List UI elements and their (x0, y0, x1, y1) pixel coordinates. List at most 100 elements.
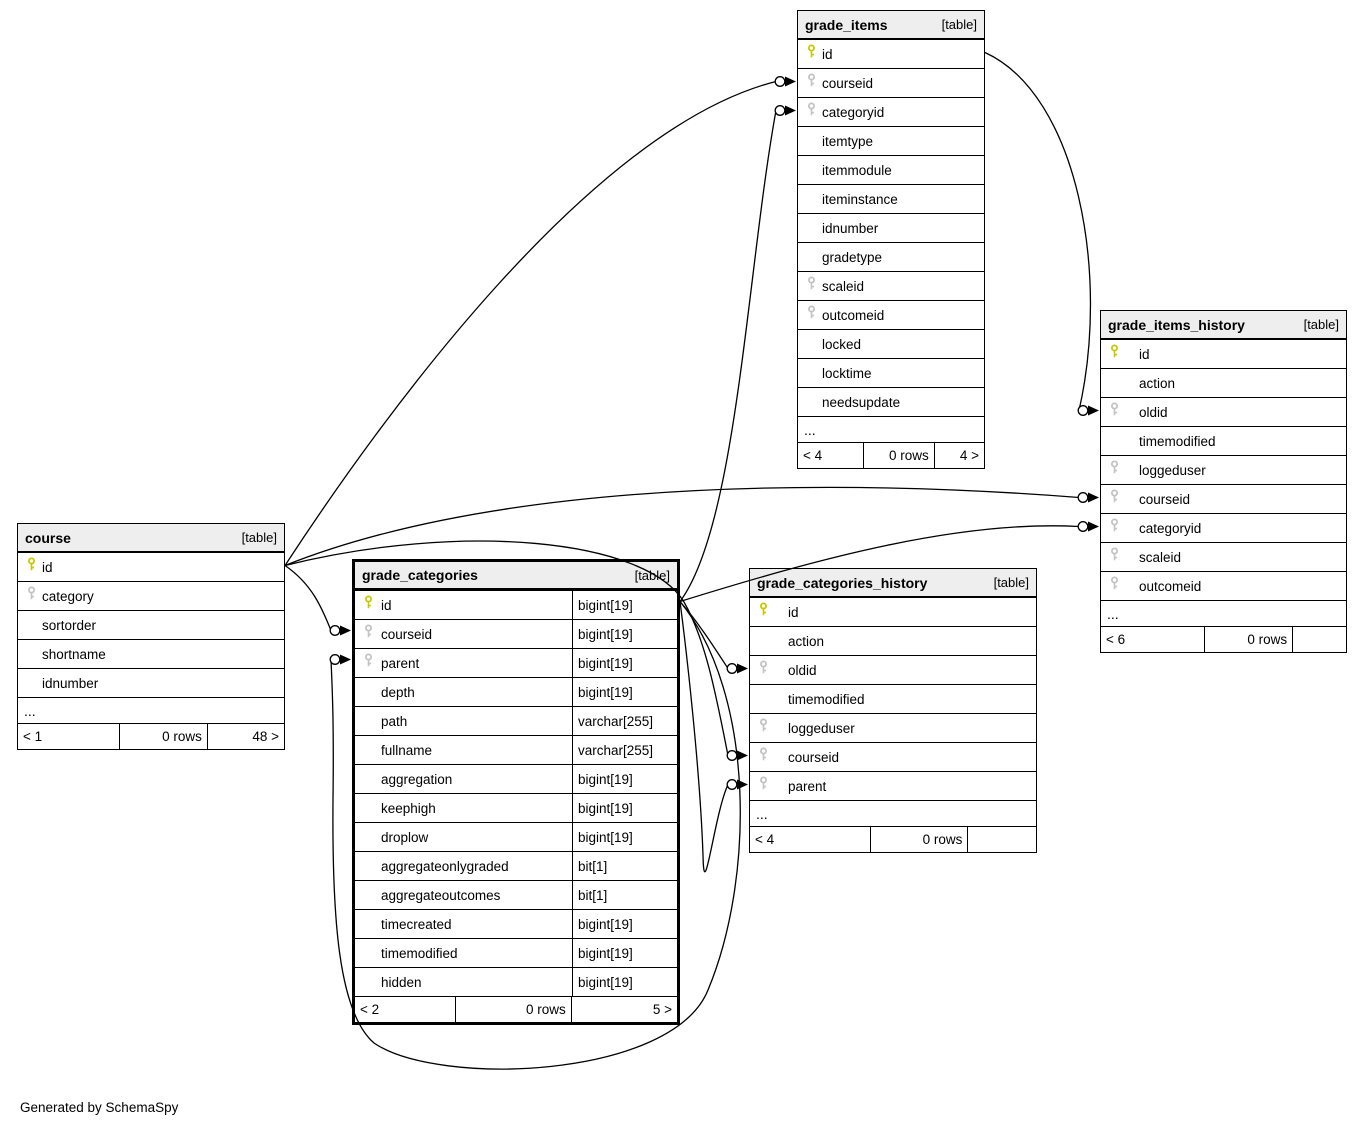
column-type: varchar[255] (572, 707, 677, 735)
column-row-course-idnumber: idnumber (18, 668, 284, 697)
relationship-line-course.id-to-grade_items.courseid (284, 80, 777, 566)
column-row-grade_categories_history-timemodified: timemodified (750, 684, 1036, 713)
ellipsis-row: ... (750, 800, 1036, 826)
key-cell (798, 276, 818, 296)
column-row-grade_items-itemmodule: itemmodule (798, 155, 984, 184)
column-name: locked (822, 336, 862, 352)
column-name: needsupdate (822, 394, 901, 410)
column-name: courseid (822, 75, 874, 91)
key-cell (750, 776, 784, 796)
column-row-grade_items_history-timemodified: timemodified (1101, 426, 1346, 455)
foreign-key-arrow-icon (737, 663, 748, 674)
pager-next: 5 > (570, 997, 677, 1022)
ellipsis-row: ... (18, 697, 284, 723)
primary-key-icon (806, 44, 817, 64)
table-title-grade_items[interactable]: grade_items (805, 16, 888, 33)
table-type-badge: [table] (993, 575, 1029, 590)
column-name: sortorder (42, 617, 97, 633)
table-type-badge: [table] (941, 17, 977, 32)
key-cell (798, 44, 818, 64)
pager-next: 4 > (933, 443, 984, 468)
column-type: bit[1] (572, 881, 677, 909)
foreign-key-icon (1109, 489, 1120, 509)
column-name: timemodified (788, 691, 865, 707)
column-row-grade_categories_history-oldid: oldid (750, 655, 1036, 684)
key-cell (355, 624, 377, 644)
relationship-circle-marker (329, 654, 341, 665)
foreign-key-icon (758, 776, 769, 796)
column-name: parent (788, 778, 827, 794)
key-cell (798, 102, 818, 122)
column-row-grade_categories-path: path varchar[255] (355, 706, 677, 735)
column-name: path (381, 713, 408, 729)
column-type: varchar[255] (572, 736, 677, 764)
relationship-line-grade_categories.id-to-grade_categories_history.parent (679, 601, 729, 873)
relationship-circle-marker (726, 663, 738, 674)
primary-key-icon (758, 602, 769, 622)
pager-next (1292, 627, 1346, 652)
foreign-key-icon (1109, 518, 1120, 538)
column-name: depth (381, 684, 415, 700)
key-cell (1101, 576, 1135, 596)
column-name: categoryid (822, 104, 885, 120)
column-name: itemtype (822, 133, 874, 149)
foreign-key-icon (1109, 402, 1120, 422)
column-name: aggregateoutcomes (381, 887, 501, 903)
column-type: bigint[19] (572, 939, 677, 967)
table-header: grade_items [table] (798, 11, 984, 39)
column-type: bigint[19] (572, 649, 677, 677)
table-title-grade_items_history[interactable]: grade_items_history (1108, 316, 1245, 333)
column-type: bigint[19] (572, 678, 677, 706)
foreign-key-icon (758, 747, 769, 767)
foreign-key-icon (758, 718, 769, 738)
column-name: iteminstance (822, 191, 898, 207)
column-row-course-shortname: shortname (18, 639, 284, 668)
column-row-grade_items_history-courseid: courseid (1101, 484, 1346, 513)
column-type: bigint[19] (572, 910, 677, 938)
relationship-line-grade_categories.id-to-grade_categories_history.oldid (679, 601, 729, 669)
column-row-grade_items_history-action: action (1101, 368, 1346, 397)
column-row-grade_categories_history-parent: parent (750, 771, 1036, 800)
relationship-line-course.id-to-grade_categories.courseid (284, 564, 332, 631)
column-name: aggregation (381, 771, 453, 787)
foreign-key-arrow-icon (785, 105, 796, 116)
column-name: timemodified (1139, 433, 1216, 449)
relationship-circle-marker (726, 750, 738, 761)
column-row-grade_items-locked: locked (798, 329, 984, 358)
column-name: oldid (788, 662, 817, 678)
table-title-grade_categories_history[interactable]: grade_categories_history (757, 574, 928, 591)
column-row-grade_items_history-oldid: oldid (1101, 397, 1346, 426)
column-type: bigint[19] (572, 823, 677, 851)
pager-prev: < 4 (803, 448, 823, 463)
column-name: aggregateonlygraded (381, 858, 509, 874)
relationship-line-course.id-to-grade_items_history.courseid (284, 486, 1080, 567)
column-name: courseid (381, 626, 433, 642)
column-row-grade_items-courseid: courseid (798, 68, 984, 97)
column-row-course-sortorder: sortorder (18, 610, 284, 639)
table-header: grade_items_history[table] (1101, 311, 1346, 339)
table-title-course[interactable]: course (25, 529, 71, 546)
column-name: scaleid (1139, 549, 1182, 565)
column-name: fullname (381, 742, 433, 758)
column-name: loggeduser (1139, 462, 1206, 478)
column-row-grade_items-itemtype: itemtype (798, 126, 984, 155)
foreign-key-arrow-icon (1088, 492, 1099, 503)
column-name: shortname (42, 646, 106, 662)
foreign-key-icon (1109, 460, 1120, 480)
column-row-grade_items-iteminstance: iteminstance (798, 184, 984, 213)
foreign-key-arrow-icon (785, 76, 796, 87)
column-row-grade_items_history-categoryid: categoryid (1101, 513, 1346, 542)
column-name: locktime (822, 365, 872, 381)
table-header: course[table] (18, 524, 284, 552)
table-title-grade_categories[interactable]: grade_categories (362, 567, 478, 583)
column-row-grade_categories_history-courseid: courseid (750, 742, 1036, 771)
